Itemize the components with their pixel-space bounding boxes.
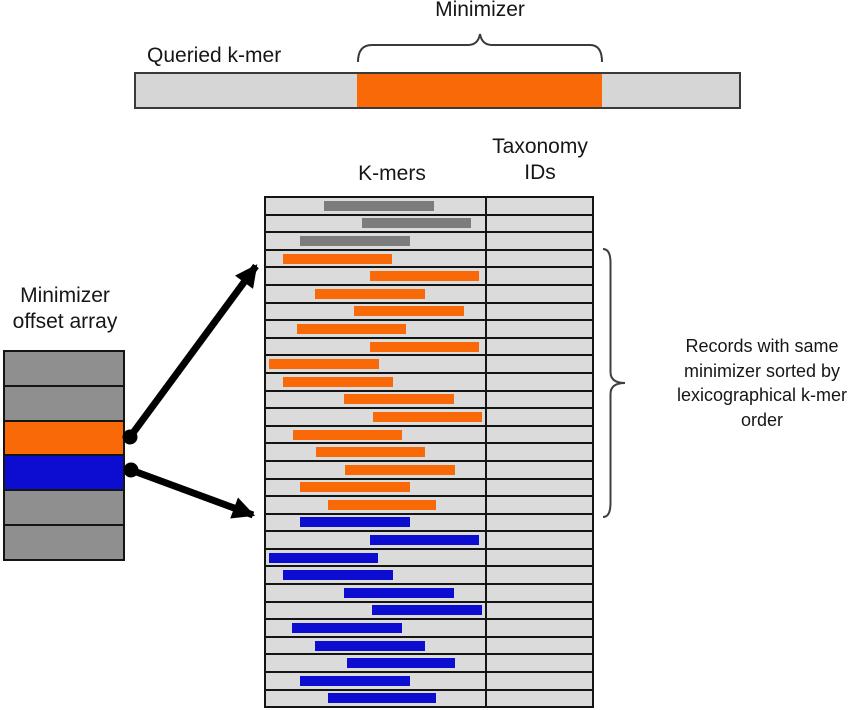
records-note-line: minimizer sorted by — [683, 360, 841, 381]
records-note-line: lexicographical k-mer — [676, 385, 848, 405]
blue-kmer-bar — [344, 587, 454, 598]
table-row — [266, 497, 592, 515]
arrow-to-orange-records — [122, 263, 259, 445]
orange-kmer-bar — [345, 464, 455, 475]
minimizer-brace — [357, 33, 603, 63]
records-note-line: order — [740, 409, 784, 430]
orange-kmer-bar — [293, 429, 402, 440]
minimizer-label: Minimizer — [435, 0, 525, 21]
table-row — [266, 250, 592, 269]
kmers-column-header: K-mers — [358, 162, 426, 185]
blue-offset-cell — [5, 456, 123, 492]
kmer-rows — [266, 198, 592, 707]
orange-offset-cell — [5, 421, 123, 457]
gray-offset-cell — [5, 386, 123, 422]
table-row — [266, 567, 592, 586]
table-row — [266, 303, 592, 322]
table-row — [266, 655, 592, 674]
minimizer-segment — [357, 74, 602, 107]
table-row — [266, 233, 592, 251]
offset-array-label-line1: Minimizer — [20, 284, 110, 307]
table-row — [266, 268, 592, 286]
table-row — [266, 215, 592, 234]
blue-kmer-bar — [283, 570, 393, 581]
orange-kmer-bar — [316, 447, 425, 458]
taxonomy-header-line1: Taxonomy — [492, 135, 588, 158]
table-row — [266, 321, 592, 339]
table-row — [266, 338, 592, 357]
blue-kmer-bar — [269, 552, 378, 563]
blue-kmer-bar — [300, 517, 410, 528]
orange-kmer-bar — [315, 288, 425, 299]
offset-array-label: Minimizer offset array — [0, 283, 130, 335]
table-row — [266, 391, 592, 410]
table-row — [266, 549, 592, 568]
blue-kmer-bar — [315, 640, 425, 651]
minimizer-offset-array — [3, 350, 125, 561]
table-row — [266, 673, 592, 691]
gray-kmer-bar — [324, 200, 434, 211]
orange-kmer-bar — [370, 341, 479, 352]
orange-kmer-bar — [297, 323, 406, 334]
orange-kmer-bar — [283, 253, 392, 264]
orange-kmer-bar — [354, 306, 464, 317]
gray-offset-cell — [5, 352, 123, 387]
blue-kmer-bar — [292, 623, 402, 634]
orange-kmer-bar — [370, 271, 479, 282]
gray-offset-cell — [5, 491, 123, 527]
taxonomy-header-line2: IDs — [524, 161, 556, 184]
table-row — [266, 356, 592, 374]
blue-kmer-bar — [372, 605, 482, 616]
table-row — [266, 602, 592, 621]
table-row — [266, 461, 592, 480]
table-row — [266, 479, 592, 498]
orange-kmer-bar — [283, 376, 393, 387]
records-brace — [602, 248, 626, 518]
column-divider — [485, 198, 487, 706]
records-note-line: Records with same — [685, 336, 839, 356]
table-row — [266, 637, 592, 656]
table-row — [266, 690, 592, 707]
orange-kmer-bar — [344, 394, 454, 405]
queried-kmer-label: Queried k-mer — [147, 44, 282, 67]
table-row — [266, 409, 592, 427]
records-note: Records with same minimizer sorted by lexi… — [660, 334, 864, 432]
table-row — [266, 198, 592, 216]
taxonomy-column-header: Taxonomy IDs — [464, 134, 616, 186]
table-row — [266, 620, 592, 638]
orange-kmer-bar — [300, 482, 410, 493]
table-row — [266, 585, 592, 603]
table-row — [266, 426, 592, 445]
blue-kmer-bar — [328, 693, 436, 704]
gray-kmer-bar — [362, 218, 471, 229]
orange-kmer-bar — [328, 499, 436, 510]
table-row — [266, 514, 592, 533]
gray-kmer-bar — [300, 235, 410, 246]
blue-kmer-bar — [370, 535, 479, 546]
arrow-to-blue-records — [123, 462, 256, 519]
offset-array-label-line2: offset array — [12, 310, 118, 333]
orange-kmer-bar — [373, 411, 482, 422]
table-row — [266, 444, 592, 462]
table-row — [266, 532, 592, 550]
blue-kmer-bar — [300, 675, 410, 686]
blue-kmer-bar — [347, 658, 455, 669]
table-row — [266, 373, 592, 392]
kmer-table — [264, 196, 594, 708]
queried-kmer-bar — [134, 72, 741, 109]
gray-offset-cell — [5, 526, 123, 559]
table-row — [266, 285, 592, 304]
orange-kmer-bar — [269, 359, 379, 370]
